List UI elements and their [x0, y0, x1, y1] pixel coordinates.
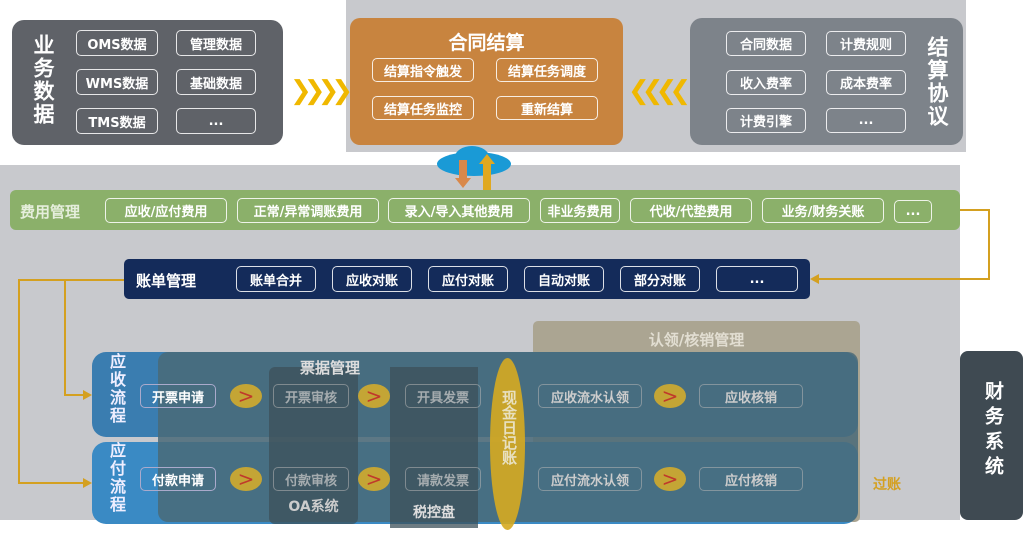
posting-label: 过账 [873, 477, 901, 493]
settlement-agreement-title: 结算协议 [925, 36, 949, 128]
connector-line [18, 482, 84, 484]
management-data-button[interactable]: 管理数据 [176, 30, 256, 56]
settlement-monitor-button[interactable]: 结算任务监控 [372, 96, 474, 120]
payable-step[interactable]: 请款发票 [405, 467, 481, 491]
bill-management-title: 账单管理 [136, 272, 197, 290]
connector-line [988, 209, 990, 280]
tax-control-column: 税控盘 [390, 367, 478, 528]
settlement-schedule-button[interactable]: 结算任务调度 [496, 58, 598, 82]
connector-line [960, 209, 990, 211]
fee-item[interactable]: 非业务费用 [540, 198, 620, 223]
settlement-trigger-button[interactable]: 结算指令触发 [372, 58, 474, 82]
chevrons-left-icon: ❮❮❮❮ [628, 76, 691, 106]
connector-line [18, 279, 124, 281]
receivable-step[interactable]: 开具发票 [405, 384, 481, 408]
billing-engine-button[interactable]: 计费引擎 [726, 108, 806, 133]
payable-step[interactable]: 付款申请 [140, 467, 216, 491]
settlement-agreement-panel: 合同数据 计费规则 收入费率 成本费率 计费引擎 ... 结算协议 [690, 18, 963, 145]
fee-item[interactable]: 应收/应付费用 [105, 198, 227, 223]
fee-item[interactable]: ... [894, 200, 932, 223]
payable-flow-title: 应付流程 [107, 442, 126, 514]
cash-journal-ellipse: 现金日记账 [490, 358, 525, 530]
invoice-management-title: 票据管理 [300, 359, 361, 377]
resettle-button[interactable]: 重新结算 [496, 96, 598, 120]
finance-system-box[interactable]: 财务系统 [960, 351, 1023, 520]
fee-item[interactable]: 正常/异常调账费用 [237, 198, 379, 223]
oa-system-column: OA系统 [269, 367, 358, 524]
arrow-left-icon [810, 274, 819, 284]
arrow-right-icon [83, 478, 92, 488]
bill-item[interactable]: ... [716, 266, 798, 292]
payable-step[interactable]: 应付流水认领 [538, 467, 642, 491]
cash-journal-label: 现金日记账 [500, 390, 518, 465]
contract-settlement-panel: 合同结算 结算指令触发 结算任务调度 结算任务监控 重新结算 [350, 18, 623, 145]
more-data-button[interactable]: ... [176, 108, 256, 134]
chevron-right-icon: > [358, 384, 390, 408]
claim-writeoff-title: 认领/核销管理 [648, 331, 745, 349]
chevron-right-icon: > [358, 467, 390, 491]
business-data-title: 业务数据 [31, 34, 55, 126]
fee-item[interactable]: 代收/代垫费用 [630, 198, 752, 223]
arrow-right-icon [83, 390, 92, 400]
payable-step[interactable]: 付款审核 [273, 467, 349, 491]
oa-system-label: OA系统 [288, 499, 339, 515]
business-data-panel: 业务数据 OMS数据 管理数据 WMS数据 基础数据 TMS数据 ... [12, 20, 283, 145]
connector-line [18, 279, 20, 484]
bill-management-bar: 账单管理 账单合并 应收对账 应付对账 自动对账 部分对账 ... [124, 259, 810, 299]
oms-data-button[interactable]: OMS数据 [76, 30, 158, 56]
income-rate-button[interactable]: 收入费率 [726, 70, 806, 95]
bill-item[interactable]: 部分对账 [620, 266, 700, 292]
fee-item[interactable]: 录入/导入其他费用 [388, 198, 530, 223]
chevron-right-icon: > [230, 384, 262, 408]
tax-control-label: 税控盘 [413, 505, 455, 521]
bill-item[interactable]: 自动对账 [524, 266, 604, 292]
chevron-right-icon: > [654, 467, 686, 491]
connector-line [818, 278, 990, 280]
chevron-right-icon: > [230, 467, 262, 491]
receivable-step[interactable]: 开票审核 [273, 384, 349, 408]
bill-item[interactable]: 账单合并 [236, 266, 316, 292]
connector-line [64, 279, 66, 396]
tms-data-button[interactable]: TMS数据 [76, 108, 158, 134]
contract-data-button[interactable]: 合同数据 [726, 31, 806, 56]
connector-line [64, 394, 84, 396]
contract-settlement-title: 合同结算 [448, 32, 525, 54]
payable-step[interactable]: 应付核销 [699, 467, 803, 491]
billing-rules-button[interactable]: 计费规则 [826, 31, 906, 56]
bill-item[interactable]: 应收对账 [332, 266, 412, 292]
finance-system-label: 财务系统 [982, 381, 1004, 481]
fee-management-title: 费用管理 [20, 203, 81, 221]
bill-item[interactable]: 应付对账 [428, 266, 508, 292]
cost-rate-button[interactable]: 成本费率 [826, 70, 906, 95]
receivable-step[interactable]: 应收流水认领 [538, 384, 642, 408]
chevrons-right-icon: ❯❯❯❯ [290, 76, 353, 106]
chevron-right-icon: > [654, 384, 686, 408]
more-agreement-button[interactable]: ... [826, 108, 906, 133]
wms-data-button[interactable]: WMS数据 [76, 69, 158, 95]
receivable-flow-title: 应收流程 [107, 353, 126, 425]
receivable-step[interactable]: 应收核销 [699, 384, 803, 408]
basic-data-button[interactable]: 基础数据 [176, 69, 256, 95]
fee-management-bar: 费用管理 应收/应付费用 正常/异常调账费用 录入/导入其他费用 非业务费用 代… [10, 190, 960, 230]
fee-item[interactable]: 业务/财务关账 [762, 198, 884, 223]
receivable-step[interactable]: 开票申请 [140, 384, 216, 408]
cloud-sync-icon [437, 146, 511, 190]
